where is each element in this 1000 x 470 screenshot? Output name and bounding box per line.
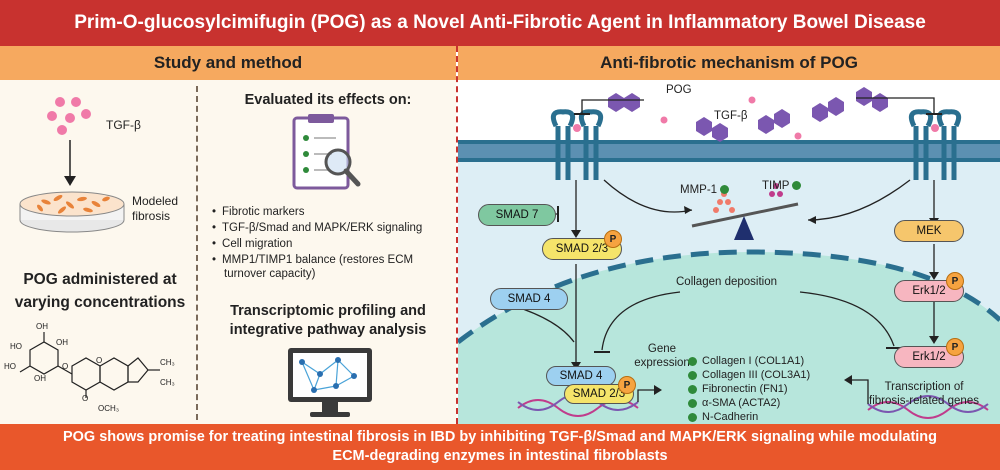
chem-label: O — [62, 362, 69, 371]
gene-expr-l2: expression — [634, 357, 690, 369]
petri-dish-icon — [19, 191, 125, 233]
smad4-node: SMAD 4 — [490, 288, 568, 310]
gene-expression-label: Gene expression — [630, 342, 694, 370]
effects-list-item: TGF-β/Smad and MAPK/ERK signaling — [212, 220, 456, 236]
chem-label: OH — [56, 338, 68, 347]
transcription-l1: Transcription of — [884, 381, 964, 393]
chem-label: CH₃ — [160, 378, 175, 387]
computer-network-icon — [288, 348, 372, 417]
smad4-nucleus-node: SMAD 4 — [546, 366, 616, 386]
effects-list: Fibrotic markers TGF-β/Smad and MAPK/ERK… — [212, 204, 456, 268]
mmp1-label: MMP-1 — [680, 184, 734, 196]
gene-list: Collagen I (COL1A1) Collagen III (COL3A1… — [688, 354, 810, 424]
phospho-badge: P — [604, 230, 622, 248]
gene-name: N-Cadherin — [702, 411, 759, 423]
section-divider — [456, 46, 458, 424]
up-arrow-icon — [688, 370, 697, 380]
right-section-header: Anti-fibrotic mechanism of POG — [458, 46, 1000, 80]
collagen-deposition-label: Collagen deposition — [676, 276, 778, 288]
tgf-beta-icon — [47, 97, 91, 135]
chem-label: OH — [34, 374, 46, 383]
effects-heading: Evaluated its effects on: — [244, 92, 412, 108]
erk-nucleus-node: Erk1/2 — [894, 346, 964, 368]
mmp1-text: MMP-1 — [680, 184, 718, 196]
timp-text: TIMP — [762, 180, 790, 192]
tgf-label: TGF-β — [714, 110, 748, 122]
receptor-right — [908, 109, 962, 180]
gene-list-item: Collagen III (COL3A1) — [688, 368, 810, 382]
transcriptomic-heading: Transcriptomic profiling and integrative… — [200, 302, 456, 340]
modeled-label-l1: Modeled — [132, 194, 179, 208]
gene-list-item: Fibronectin (FN1) — [688, 382, 810, 396]
smad23-nucleus-node: SMAD 2/3 — [564, 384, 634, 404]
page-title: Prim-O-glucosylcimifugin (POG) as a Nove… — [0, 0, 1000, 46]
up-arrow-icon — [688, 356, 697, 366]
up-arrow-icon — [688, 384, 697, 394]
gene-list-item: N-Cadherin — [688, 410, 810, 424]
modeled-fibrosis-label: Modeled fibrosis — [132, 194, 178, 224]
up-arrow-icon — [688, 398, 697, 408]
transcription-l2: fibrosis-related genes — [869, 395, 979, 407]
study-illustrations — [19, 97, 160, 398]
transcription-label: Transcription of fibrosis-related genes — [858, 380, 990, 408]
down-arrow-icon — [792, 181, 802, 191]
chem-label: HO — [4, 362, 16, 371]
up-arrow-icon — [720, 185, 730, 195]
effects-list-item: MMP1/TIMP1 balance (restores ECM — [212, 252, 456, 268]
gene-list-item: Collagen I (COL1A1) — [688, 354, 810, 368]
clipboard-icon — [292, 114, 361, 190]
footer-line-1: POG shows promise for treating intestina… — [62, 429, 938, 445]
seesaw — [691, 202, 799, 228]
chem-label: CH₃ — [160, 358, 175, 367]
transcriptomic-l2: integrative pathway analysis — [229, 322, 427, 338]
pog-admin-l2: varying concentrations — [14, 294, 186, 311]
left-section-header: Study and method — [0, 46, 456, 80]
smad7-node: SMAD 7 — [478, 204, 556, 226]
gene-name: Collagen III (COL3A1) — [702, 369, 811, 381]
chem-label: HO — [10, 342, 22, 351]
chem-label: OH — [36, 322, 48, 331]
pog-admin-l1: POG administered at — [23, 271, 177, 288]
gene-expr-l1: Gene — [647, 343, 677, 355]
seesaw-pivot — [734, 216, 754, 240]
phospho-badge: P — [946, 338, 964, 356]
pog-molecules — [608, 87, 888, 142]
chem-label: OCH₃ — [98, 404, 120, 413]
pog-label: POG — [666, 84, 692, 96]
summary-footer: POG shows promise for treating intestina… — [0, 424, 1000, 470]
gene-name: Collagen I (COL1A1) — [702, 355, 805, 367]
chem-label: O — [82, 394, 89, 403]
dna-strand-right — [867, 395, 989, 419]
gene-name: α-SMA (ACTA2) — [702, 397, 781, 409]
transcriptomic-l1: Transcriptomic profiling and — [230, 303, 426, 319]
smad23-node: SMAD 2/3 — [542, 238, 622, 260]
footer-line-2: ECM-degrading enzymes in intestinal fibr… — [332, 448, 668, 464]
effects-list-item-cont: turnover capacity) — [224, 268, 316, 280]
gene-list-item: α-SMA (ACTA2) — [688, 396, 810, 410]
mek-node: MEK — [894, 220, 964, 242]
chem-label: O — [96, 356, 103, 365]
tgf-beta-label: TGF-β — [106, 118, 141, 132]
up-arrow-icon — [688, 412, 697, 422]
phospho-badge: P — [946, 272, 964, 290]
pog-administered-text: POG administered at varying concentratio… — [10, 268, 190, 314]
study-divider — [196, 86, 198, 420]
timp-label: TIMP — [762, 180, 806, 192]
effects-list-item: Fibrotic markers — [212, 204, 456, 220]
modeled-label-l2: fibrosis — [132, 209, 171, 223]
phospho-badge: P — [618, 376, 636, 394]
effects-list-item: Cell migration — [212, 236, 456, 252]
pog-chemical-structure — [19, 332, 160, 398]
gene-name: Fibronectin (FN1) — [702, 383, 788, 395]
